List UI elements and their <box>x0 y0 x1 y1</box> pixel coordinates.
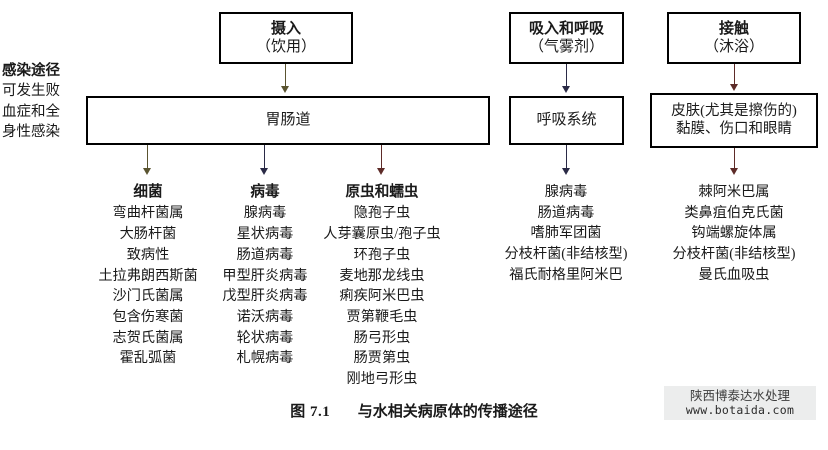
watermark: 陕西博泰达水处理 www.botaida.com <box>664 386 816 420</box>
list-item: 土拉弗朗西斯菌 <box>98 267 198 284</box>
pathogen-column-bacteria: 细菌 弯曲杆菌属 大肠杆菌 致病性 土拉弗朗西斯菌 沙门氏菌属 包含伤寒菌 志贺… <box>78 182 218 369</box>
arrowhead-viruses <box>260 168 268 175</box>
list-item: 肠道病毒 <box>537 204 595 221</box>
list-item: 麦地那龙线虫 <box>339 267 425 284</box>
list-item: 甲型肝炎病毒 <box>222 267 308 284</box>
arrowhead-ingestion <box>281 86 289 93</box>
figure-caption: 图 7.1 与水相关病原体的传播途径 <box>0 400 828 421</box>
column-header-viruses: 病毒 <box>250 184 280 200</box>
target-box-respiratory: 呼吸系统 <box>509 96 624 145</box>
pathogen-column-protozoa-helminths: 原虫和蠕虫 隐孢子虫 人芽囊原虫/孢子虫 环孢子虫 麦地那龙线虫 痢疾阿米巴虫 … <box>306 182 458 390</box>
list-item: 痢疾阿米巴虫 <box>339 288 425 305</box>
connector-contact-pathogens <box>734 148 736 170</box>
target-respiratory-line1: 呼吸系统 <box>536 112 597 129</box>
infection-route-note-line1: 可发生败 <box>2 83 60 100</box>
infection-route-label: 感染途径 可发生败 血症和全 身性感染 <box>2 61 84 142</box>
figure-caption-number: 图 7.1 <box>290 404 331 420</box>
target-skin-line2: 黏膜、伤口和眼睛 <box>676 120 792 137</box>
arrowhead-bacteria <box>143 168 151 175</box>
route-ingestion-subtitle: （饮用） <box>255 39 316 55</box>
infection-route-note-line3: 身性感染 <box>2 123 60 140</box>
list-item: 肠弓形虫 <box>353 329 411 346</box>
column-header-bacteria: 细菌 <box>133 184 163 200</box>
connector-bacteria <box>147 145 149 170</box>
connector-viruses <box>264 145 266 170</box>
target-gastrointestinal-line1: 胃肠道 <box>265 112 311 129</box>
figure-caption-title: 与水相关病原体的传播途径 <box>357 404 538 420</box>
route-box-contact: 接触 （沐浴） <box>667 12 801 64</box>
infection-route-note-line2: 血症和全 <box>2 103 60 120</box>
list-item: 轮状病毒 <box>236 329 294 346</box>
connector-inhalation <box>566 64 568 88</box>
arrowhead-respiratory-pathogens <box>562 168 570 175</box>
list-item: 戊型肝炎病毒 <box>222 288 308 305</box>
list-item: 星状病毒 <box>236 226 294 243</box>
list-item: 大肠杆菌 <box>119 226 177 243</box>
route-ingestion-title: 摄入 <box>270 20 301 37</box>
list-item: 肠道病毒 <box>236 246 294 263</box>
list-item: 腺病毒 <box>243 205 287 222</box>
list-item: 分枝杆菌(非结核型) <box>672 246 796 263</box>
connector-respiratory-pathogens <box>566 145 568 170</box>
route-contact-title: 接触 <box>718 20 749 37</box>
pathogen-column-viruses: 病毒 腺病毒 星状病毒 肠道病毒 甲型肝炎病毒 戊型肝炎病毒 诺沃病毒 轮状病毒… <box>205 182 325 369</box>
route-box-inhalation: 吸入和呼吸 （气雾剂） <box>509 12 624 64</box>
list-item: 环孢子虫 <box>353 246 411 263</box>
list-item: 诺沃病毒 <box>236 308 294 325</box>
route-box-ingestion: 摄入 （饮用） <box>219 12 353 64</box>
column-header-protozoa-helminths: 原虫和蠕虫 <box>345 184 419 200</box>
list-item: 人芽囊原虫/孢子虫 <box>323 226 441 243</box>
route-inhalation-title: 吸入和呼吸 <box>528 20 604 37</box>
list-item: 札幌病毒 <box>236 350 294 367</box>
route-inhalation-subtitle: （气雾剂） <box>528 39 604 55</box>
target-box-gastrointestinal: 胃肠道 <box>86 96 490 145</box>
list-item: 类鼻疽伯克氏菌 <box>684 204 784 221</box>
list-item: 分枝杆菌(非结核型) <box>504 246 628 263</box>
list-item: 福氏耐格里阿米巴 <box>509 266 623 283</box>
list-item: 贾第鞭毛虫 <box>346 308 418 325</box>
list-item: 肠贾第虫 <box>353 350 411 367</box>
list-item: 曼氏血吸虫 <box>698 266 770 283</box>
target-box-skin: 皮肤(尤其是擦伤的) 黏膜、伤口和眼睛 <box>650 93 818 148</box>
watermark-company: 陕西博泰达水处理 <box>689 388 790 403</box>
route-contact-subtitle: （沐浴） <box>703 39 764 55</box>
watermark-url: www.botaida.com <box>685 402 795 417</box>
arrowhead-contact-pathogens <box>730 168 738 175</box>
list-item: 腺病毒 <box>544 184 588 200</box>
list-item: 刚地弓形虫 <box>346 371 418 388</box>
list-item: 霍乱弧菌 <box>119 350 177 367</box>
list-item: 钩端螺旋体属 <box>691 225 777 242</box>
list-item: 致病性 <box>126 246 170 263</box>
arrowhead-protozoa <box>377 168 385 175</box>
arrowhead-contact <box>730 84 738 91</box>
connector-ingestion <box>285 64 287 88</box>
arrowhead-inhalation <box>562 86 570 93</box>
infection-route-title: 感染途径 <box>2 63 60 79</box>
target-skin-line1: 皮肤(尤其是擦伤的) <box>671 102 797 119</box>
connector-protozoa <box>381 145 383 170</box>
list-item: 弯曲杆菌属 <box>112 205 184 222</box>
list-item: 包含伤寒菌 <box>112 308 184 325</box>
list-item: 隐孢子虫 <box>353 205 411 222</box>
pathogen-column-respiratory: 腺病毒 肠道病毒 嗜肺军团菌 分枝杆菌(非结核型) 福氏耐格里阿米巴 <box>487 182 645 286</box>
list-item: 志贺氏菌属 <box>112 329 184 346</box>
list-item: 棘阿米巴属 <box>698 184 770 200</box>
list-item: 嗜肺军团菌 <box>530 225 602 242</box>
connector-contact <box>734 64 736 85</box>
list-item: 沙门氏菌属 <box>112 288 184 305</box>
pathogen-column-contact: 棘阿米巴属 类鼻疽伯克氏菌 钩端螺旋体属 分枝杆菌(非结核型) 曼氏血吸虫 <box>655 182 813 286</box>
